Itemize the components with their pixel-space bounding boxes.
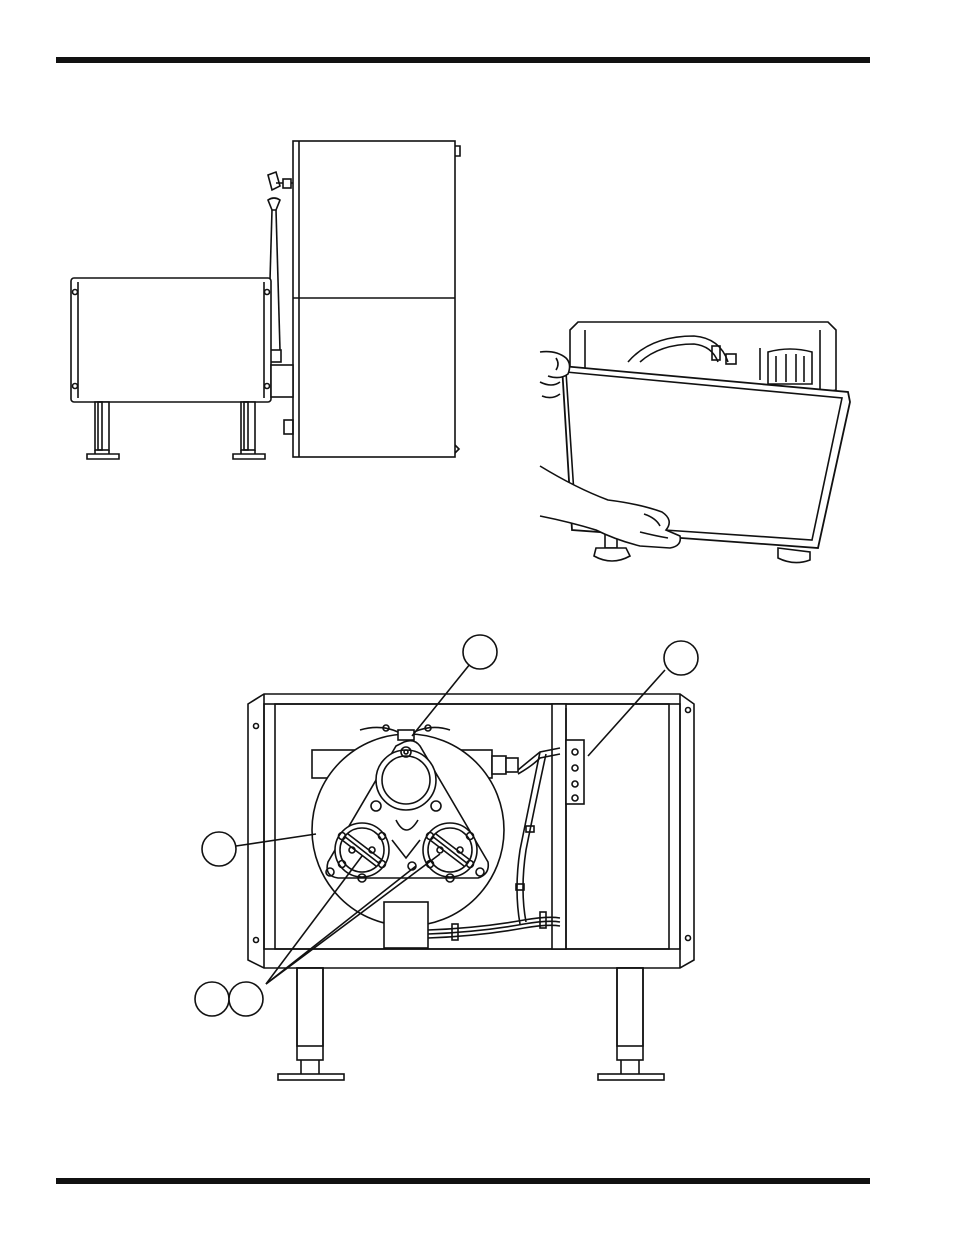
panel-removal-figure — [540, 322, 850, 563]
callout-5 — [229, 982, 263, 1016]
callout-1 — [463, 635, 497, 669]
callout-4 — [195, 982, 229, 1016]
rear-view-figure — [236, 664, 694, 1080]
callout-2 — [664, 641, 698, 675]
side-view-figure — [71, 141, 460, 459]
callout-3 — [202, 832, 236, 866]
